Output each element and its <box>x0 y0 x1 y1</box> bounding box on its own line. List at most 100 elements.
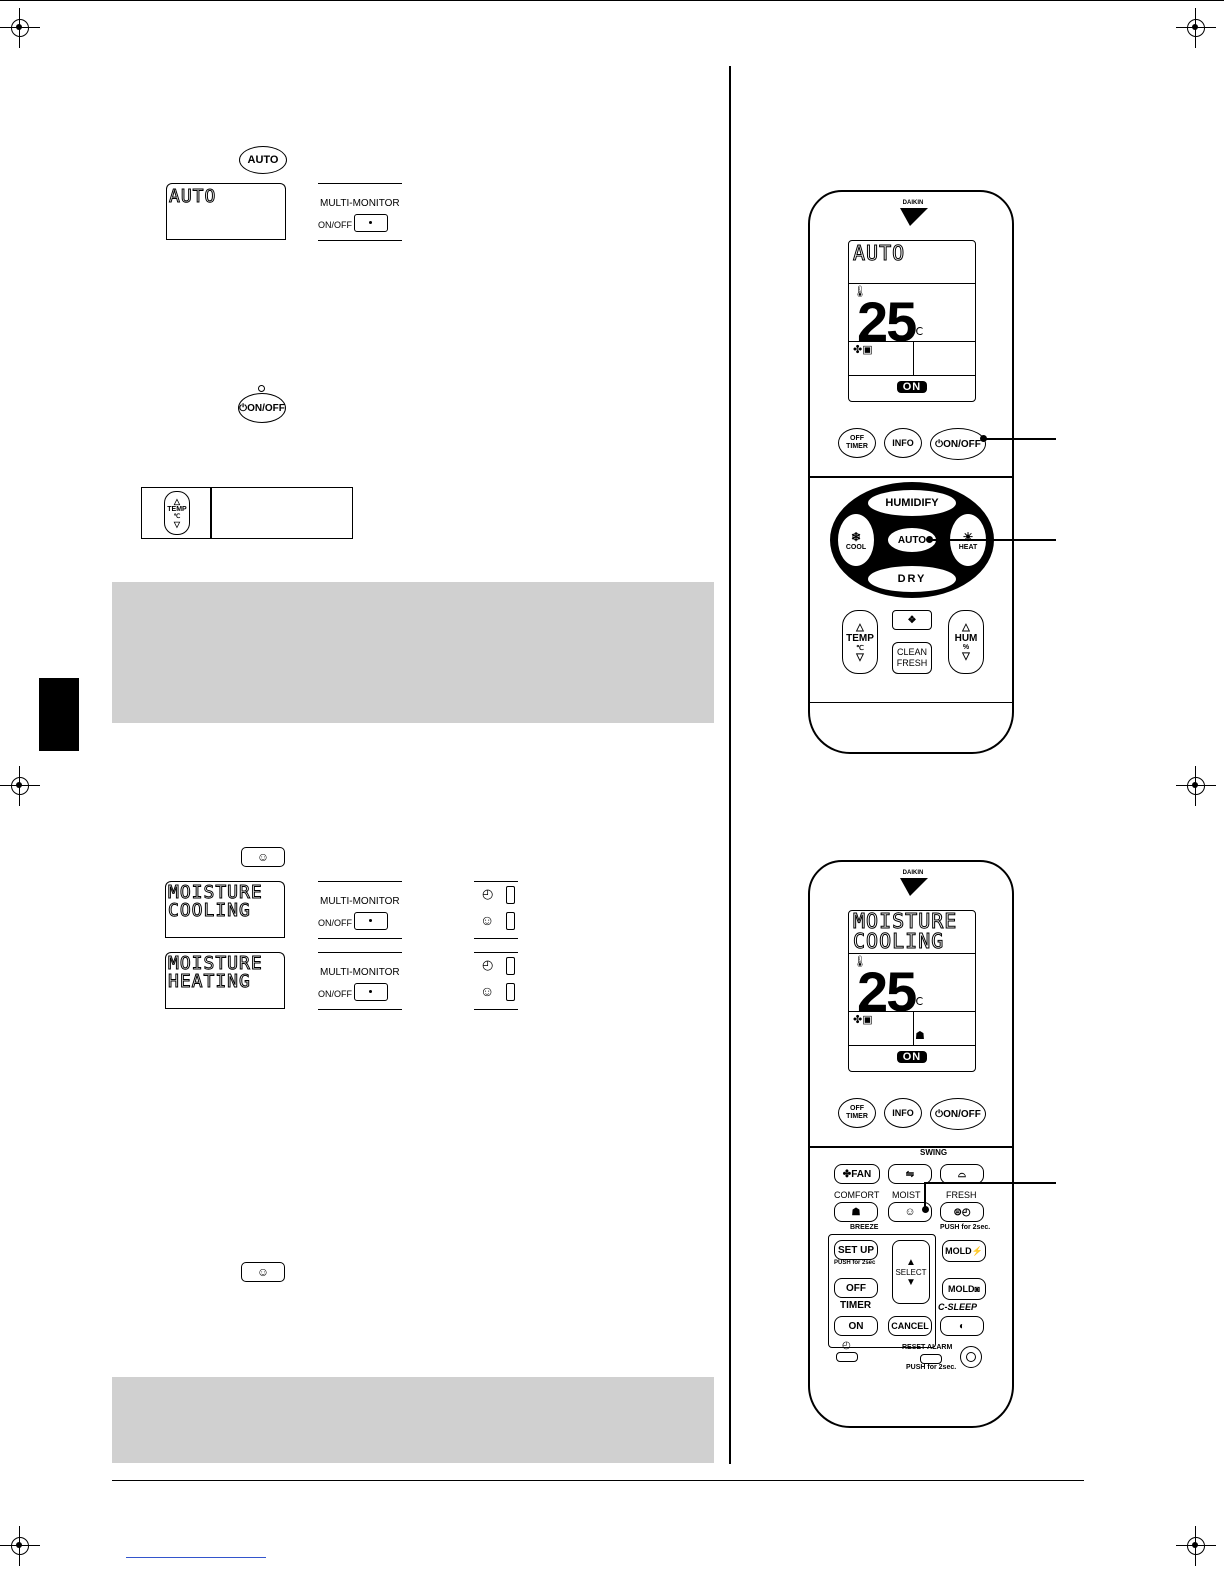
footer-link-underline <box>126 1557 266 1558</box>
fan-auto-icon: ✤▣ <box>853 344 873 356</box>
reset-alarm-button[interactable] <box>920 1354 942 1364</box>
timer-lamp-icon: ◴ <box>482 957 494 972</box>
swing-button[interactable]: ❖ <box>892 610 932 630</box>
column-divider <box>729 66 731 1464</box>
timer-label: TIMER <box>840 1300 872 1311</box>
select-down-icon: ▼ <box>906 1276 916 1288</box>
swing-horizontal-button[interactable]: ⌓ <box>940 1164 984 1184</box>
onoff-button[interactable]: ⏻ON/OFF <box>930 428 986 460</box>
lcd-display-moisture-heating: MOISTURE HEATING <box>165 952 285 1009</box>
daikin-logo-icon <box>900 208 928 226</box>
battery-cover <box>810 702 1012 751</box>
fresh-label: FRESH <box>946 1190 977 1200</box>
note-box <box>112 1377 714 1463</box>
leader-dot <box>980 435 987 442</box>
hum-button[interactable]: △ HUM % ▽ <box>948 610 984 674</box>
moist-lamp-icon: ☺ <box>480 912 495 928</box>
info-button[interactable]: INFO <box>884 1098 922 1128</box>
temp-unit: ℃ <box>173 514 181 520</box>
multi-monitor-heating: MULTI-MONITOR ON/OFF <box>318 952 402 1010</box>
moist-button[interactable]: ☺ <box>241 1262 285 1282</box>
lcd-display-auto: AUTO <box>166 183 286 240</box>
footer-rule <box>112 1480 1084 1481</box>
off-timer-label: OFF TIMER <box>846 435 868 450</box>
mold-s-label: MOLD <box>945 1246 972 1256</box>
timer-off-button[interactable]: OFF <box>834 1278 878 1298</box>
clock-icon: ◴ <box>842 1340 851 1351</box>
off-timer-label: OFF TIMER <box>846 1105 868 1120</box>
onoff-label: ⏻ON/OFF <box>935 438 981 450</box>
swing-icon: ❖ <box>907 614 917 626</box>
lamp-panel-heating: ◴ ☺ <box>474 952 518 1010</box>
registration-mark <box>1176 1526 1216 1566</box>
cool-button[interactable]: ❄ COOL <box>837 513 875 567</box>
comfort-button[interactable]: ☗ <box>834 1202 878 1222</box>
info-button[interactable]: INFO <box>884 428 922 458</box>
cancel-button[interactable]: CANCEL <box>888 1316 932 1336</box>
onoff-button[interactable]: ⏻ON/OFF <box>238 393 286 423</box>
off-timer-button[interactable]: OFF TIMER <box>838 1098 876 1128</box>
onoff-button[interactable]: ⏻ON/OFF <box>930 1098 986 1130</box>
c-sleep-icon: ◐ <box>958 1320 966 1332</box>
moist-button[interactable]: ☺ <box>888 1202 932 1222</box>
remote-control-top: DAIKIN AUTO 🌡 25 ℃ ✤▣ ON OFF TIMER INFO … <box>808 190 1014 754</box>
hum-unit: % <box>962 644 970 651</box>
select-button[interactable]: ▲ SELECT ▼ <box>892 1240 930 1304</box>
timer-on-button[interactable]: ON <box>834 1316 878 1336</box>
multi-monitor-title: MULTI-MONITOR <box>320 967 400 978</box>
note-box <box>112 582 714 723</box>
brand-text: DAIKIN <box>902 870 924 876</box>
reset-note: PUSH for 2sec. <box>906 1364 957 1371</box>
set-up-button[interactable]: SET UP <box>834 1240 878 1260</box>
temp-unit: ℃ <box>856 644 864 652</box>
mold-c-label: MOLD <box>948 1284 975 1294</box>
auto-button[interactable]: AUTO <box>239 146 287 174</box>
onoff-label: ⏻ON/OFF <box>935 1108 981 1120</box>
lower-panel <box>828 1234 936 1348</box>
sun-icon: ☀ <box>962 529 974 544</box>
leader-line-moist-h <box>924 1182 1056 1184</box>
swing-vertical-button[interactable]: ⇋ <box>888 1164 932 1184</box>
multi-monitor-lamp <box>354 912 388 930</box>
clean-fresh-button[interactable]: CLEAN FRESH <box>892 642 932 674</box>
humidify-button[interactable]: HUMIDIFY <box>867 489 957 517</box>
lcd-text: MOISTURE COOLING <box>168 882 263 921</box>
comfort-icon: ☗ <box>851 1206 861 1218</box>
breeze-label: BREEZE <box>850 1224 879 1231</box>
multi-monitor-lamp <box>354 214 388 232</box>
mold-c-button[interactable]: MOLD◙ <box>942 1278 986 1300</box>
multi-monitor-auto: MULTI-MONITOR ON/OFF <box>318 183 402 241</box>
mold-s-icon: ⚡ <box>971 1245 983 1256</box>
registration-mark <box>0 766 40 806</box>
temp-button[interactable]: △ TEMP ℃ ▽ <box>164 491 190 535</box>
multi-monitor-onoff: ON/OFF <box>318 220 352 230</box>
info-label: INFO <box>892 1108 914 1118</box>
temp-label: TEMP <box>167 506 187 513</box>
registration-mark <box>1176 766 1216 806</box>
moist-button[interactable]: ☺ <box>241 847 285 867</box>
multi-monitor-onoff: ON/OFF <box>318 989 352 999</box>
dry-button[interactable]: DRY <box>867 565 957 593</box>
multi-monitor-cooling: MULTI-MONITOR ON/OFF <box>318 881 402 939</box>
auto-button-label: AUTO <box>247 154 279 166</box>
leader-dot <box>922 1206 929 1213</box>
clock-button[interactable] <box>836 1352 858 1362</box>
registration-mark <box>0 1526 40 1566</box>
chapter-tab <box>39 678 79 751</box>
remote-lcd: AUTO 🌡 25 ℃ ✤▣ ON <box>848 240 976 402</box>
remote-lcd: MOISTURE COOLING 🌡 25 ℃ ✤▣ ☗ ON <box>848 910 976 1072</box>
sensor-icon <box>960 1346 982 1368</box>
comfort-label: COMFORT <box>834 1190 880 1200</box>
off-timer-button[interactable]: OFF TIMER <box>838 428 876 458</box>
cancel-label: CANCEL <box>891 1321 929 1331</box>
c-sleep-button[interactable]: ◐ <box>940 1316 984 1336</box>
info-label: INFO <box>892 438 914 448</box>
fan-auto-icon: ✤▣ <box>853 1014 873 1026</box>
fresh-button[interactable]: ⊜◴ <box>940 1202 984 1222</box>
on-badge: ON <box>897 1051 927 1063</box>
fan-button[interactable]: ✤FAN <box>834 1164 880 1184</box>
mold-s-button[interactable]: MOLD⚡ <box>942 1240 986 1262</box>
leader-line-auto <box>930 539 1056 541</box>
up-arrow-icon: △ <box>173 497 181 506</box>
temp-button[interactable]: △ TEMP ℃ ▽ <box>842 610 878 674</box>
